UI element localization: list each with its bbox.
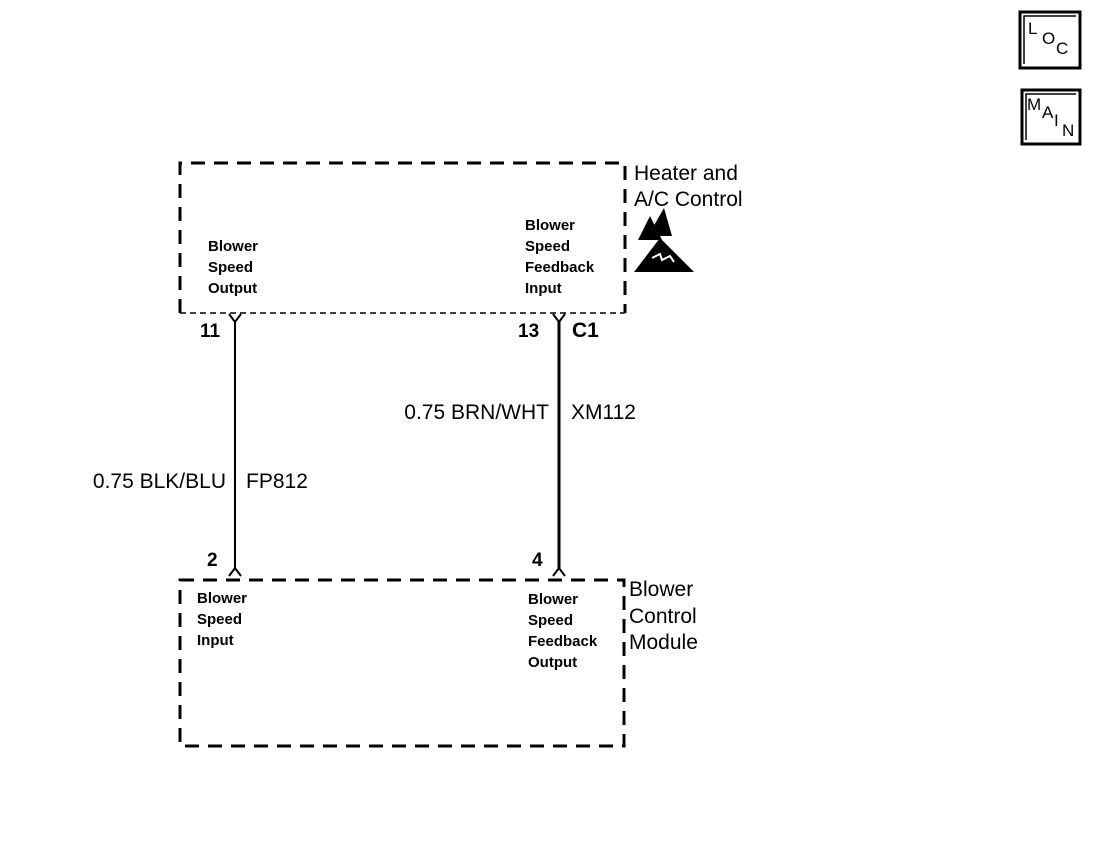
blower-speed-output-label-3: Output — [208, 280, 257, 297]
blower-speed-feedback-output-label-1: Blower — [528, 591, 578, 608]
blower-speed-input-label-3: Input — [197, 632, 234, 649]
blower-speed-feedback-input-label-3: Feedback — [525, 259, 595, 276]
main-letter-i: I — [1054, 111, 1059, 130]
loc-letter-o: O — [1042, 29, 1055, 48]
blower-speed-output-label-2: Speed — [208, 259, 253, 276]
main-letter-n: N — [1062, 121, 1074, 140]
blower-speed-output-label-1: Blower — [208, 238, 258, 255]
blower-speed-feedback-input-label-4: Input — [525, 280, 562, 297]
blower-speed-feedback-output-label-3: Feedback — [528, 633, 598, 650]
esd-sensitive-icon — [634, 208, 694, 272]
heater-ac-control-outline — [178, 161, 627, 313]
blower-speed-input-label-1: Blower — [197, 590, 247, 607]
loc-letter-l: L — [1028, 19, 1037, 38]
blower-control-module: Blower Control Module Blower Speed Input… — [178, 578, 698, 748]
wire-blk-blu: 11 2 0.75 BLK/BLU FP812 — [93, 313, 308, 577]
main-letter-m: M — [1027, 95, 1041, 114]
blower-speed-input-label-2: Speed — [197, 611, 242, 628]
blower-speed-feedback-input-label-1: Blower — [525, 217, 575, 234]
blower-control-module-name-2: Control — [629, 605, 697, 628]
connector-c1-label: C1 — [572, 319, 599, 342]
blower-speed-feedback-input-label-2: Speed — [525, 238, 570, 255]
wire-blk-blu-spec: 0.75 BLK/BLU — [93, 470, 226, 493]
wire-brn-wht-spec: 0.75 BRN/WHT — [404, 401, 549, 424]
pin-4-connector-icon — [552, 566, 566, 577]
heater-ac-control-name-1: Heater and — [634, 162, 738, 185]
pin-4-label: 4 — [532, 550, 543, 571]
pin-11-connector-icon — [228, 313, 242, 324]
pin-2-connector-icon — [228, 566, 242, 577]
heater-ac-control-name-2: A/C Control — [634, 188, 743, 211]
pin-13-label: 13 — [518, 321, 539, 342]
wire-brn-wht: 13 4 0.75 BRN/WHT XM112 — [404, 313, 636, 577]
blower-speed-feedback-output-label-4: Output — [528, 654, 577, 671]
blower-speed-feedback-output-label-2: Speed — [528, 612, 573, 629]
wire-blk-blu-circuit: FP812 — [246, 470, 308, 493]
loc-button[interactable]: L O C — [1018, 10, 1082, 70]
loc-letter-c: C — [1056, 39, 1068, 58]
heater-ac-control: Heater and A/C Control Blower Speed Outp… — [178, 161, 743, 314]
wire-brn-wht-circuit: XM112 — [571, 401, 636, 424]
pin-11-label: 11 — [200, 321, 221, 342]
blower-control-module-name-3: Module — [629, 631, 698, 654]
main-button[interactable]: M A I N — [1020, 88, 1082, 146]
pin-13-connector-icon — [552, 313, 566, 324]
pin-2-label: 2 — [207, 550, 218, 571]
blower-control-module-outline — [178, 578, 626, 748]
blower-control-module-name-1: Blower — [629, 578, 693, 601]
main-letter-a: A — [1042, 103, 1054, 122]
